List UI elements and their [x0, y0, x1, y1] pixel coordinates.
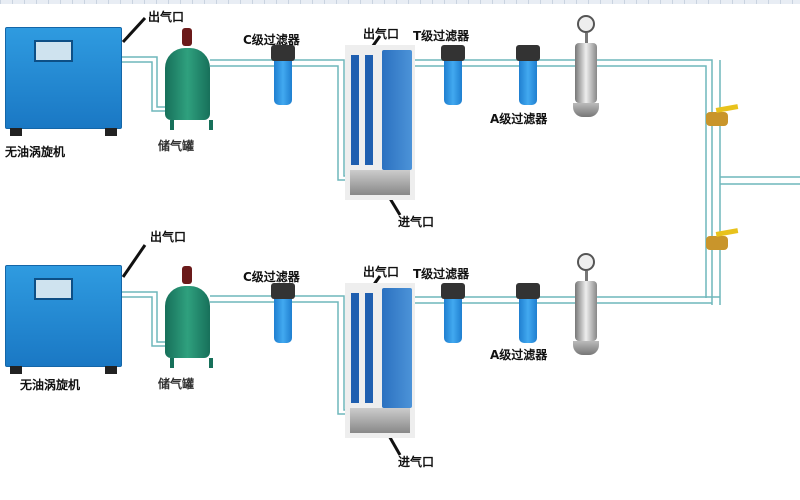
ball-valve-top[interactable]	[706, 112, 728, 126]
c-filter	[271, 45, 295, 107]
oil-free-scroll-compressor	[5, 27, 122, 136]
oil-free-scroll-compressor	[5, 265, 122, 374]
t-filter-label: T级过滤器	[413, 29, 470, 43]
a-filter-label: A级过滤器	[490, 348, 548, 362]
c-filter-label: C级过滤器	[243, 33, 300, 47]
tank-label: 储气罐	[158, 377, 195, 391]
pressure-gauge-icon	[577, 15, 595, 33]
pressure-gauge-icon	[577, 253, 595, 271]
line-2: 无油涡旋机 出气口 储气罐 C级过滤器 出气口 T级过滤器 A级过滤器 进气口	[0, 230, 800, 483]
a-filter	[516, 283, 540, 345]
adsorption-dryer	[345, 283, 415, 438]
c-filter	[271, 283, 295, 345]
sterile-filter-with-gauge	[572, 15, 600, 130]
control-panel-icon	[34, 40, 73, 62]
t-filter	[441, 283, 465, 345]
line-1: 无油涡旋机 出气口 储气罐 C级过滤器 出气口 T级过滤器 A级过滤器 进气口	[0, 0, 800, 245]
sterile-filter-with-gauge	[572, 253, 600, 368]
window-ruler	[0, 0, 800, 4]
ball-valve-bottom[interactable]	[706, 236, 728, 250]
a-filter	[516, 45, 540, 107]
control-panel-icon	[34, 278, 73, 300]
compressor-outlet-label: 出气口	[150, 230, 187, 244]
dryer-inlet-label: 进气口	[398, 215, 435, 229]
air-tank	[165, 28, 213, 130]
compressor-label: 无油涡旋机	[5, 145, 66, 159]
adsorption-dryer	[345, 45, 415, 200]
t-filter-label: T级过滤器	[413, 267, 470, 281]
compressor-outlet-label: 出气口	[148, 10, 185, 24]
tank-label: 储气罐	[158, 139, 195, 153]
dryer-inlet-label: 进气口	[398, 455, 435, 469]
air-tank	[165, 266, 213, 368]
dryer-outlet-label: 出气口	[363, 27, 400, 41]
c-filter-label: C级过滤器	[243, 270, 300, 284]
compressor-label: 无油涡旋机	[20, 378, 81, 392]
dryer-outlet-label: 出气口	[363, 265, 400, 279]
t-filter	[441, 45, 465, 107]
a-filter-label: A级过滤器	[490, 112, 548, 126]
